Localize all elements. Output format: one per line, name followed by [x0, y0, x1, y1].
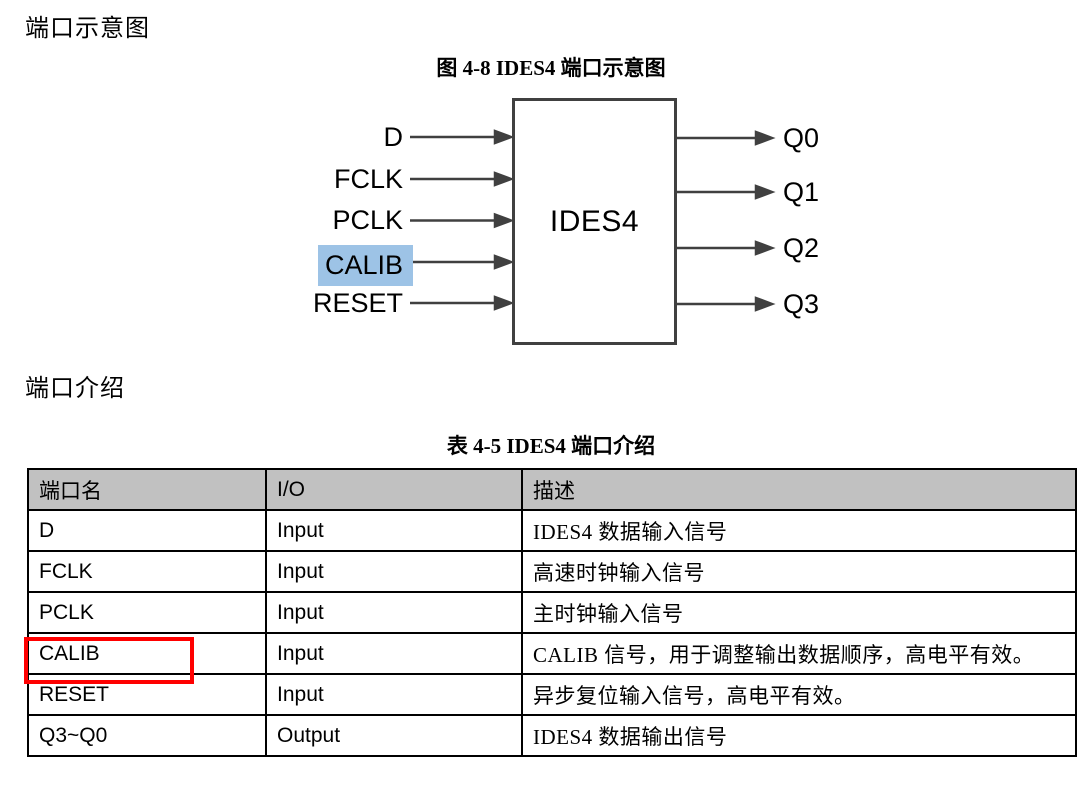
- table-row: RESET Input 异步复位输入信号，高电平有效。: [27, 673, 1077, 716]
- cell-desc: IDES4 数据输入信号: [521, 509, 1077, 552]
- input-label-calib-highlighted: CALIB: [255, 245, 413, 286]
- cell-port: PCLK: [27, 591, 267, 634]
- input-label-d: D: [383, 122, 404, 152]
- cell-desc: 高速时钟输入信号: [521, 550, 1077, 593]
- cell-port: RESET: [27, 673, 267, 716]
- cell-io: Input: [265, 673, 523, 716]
- cell-port: FCLK: [27, 550, 267, 593]
- input-label-pclk: PCLK: [332, 205, 403, 235]
- output-label-q3: Q3: [783, 289, 820, 319]
- header-port-name: 端口名: [27, 468, 267, 511]
- port-diagram-wires: [410, 129, 776, 312]
- cell-port: Q3~Q0: [27, 714, 267, 757]
- cell-port: D: [27, 509, 267, 552]
- cell-desc: 主时钟输入信号: [521, 591, 1077, 634]
- output-label-q0: Q0: [783, 123, 820, 153]
- output-label-q1: Q1: [783, 177, 820, 207]
- cell-io: Input: [265, 509, 523, 552]
- cell-desc: CALIB 信号，用于调整输出数据顺序，高电平有效。: [521, 632, 1077, 675]
- table-row: FCLK Input 高速时钟输入信号: [27, 550, 1077, 593]
- ports-table: 端口名 I/O 描述 D Input IDES4 数据输入信号 FCLK Inp…: [27, 468, 1077, 757]
- cell-io: Input: [265, 591, 523, 634]
- cell-io: Output: [265, 714, 523, 757]
- input-label-reset: RESET: [312, 288, 403, 318]
- table-row-calib-highlighted: CALIB Input CALIB 信号，用于调整输出数据顺序，高电平有效。: [27, 632, 1077, 675]
- cell-desc: 异步复位输入信号，高电平有效。: [521, 673, 1077, 716]
- table-row: Q3~Q0 Output IDES4 数据输出信号: [27, 714, 1077, 757]
- output-label-q2: Q2: [783, 233, 820, 263]
- section-heading-port-intro: 端口介绍: [25, 375, 125, 402]
- table-row: D Input IDES4 数据输入信号: [27, 509, 1077, 552]
- table-caption: 表 4-5 IDES4 端口介绍: [446, 434, 656, 458]
- cell-desc: IDES4 数据输出信号: [521, 714, 1077, 757]
- section-heading-port-diagram: 端口示意图: [25, 15, 150, 42]
- header-io: I/O: [265, 468, 523, 511]
- header-desc: 描述: [521, 468, 1077, 511]
- cell-io: Input: [265, 550, 523, 593]
- cell-port: CALIB: [27, 632, 267, 675]
- table-row: PCLK Input 主时钟输入信号: [27, 591, 1077, 634]
- cell-io: Input: [265, 632, 523, 675]
- block-label: IDES4: [549, 204, 640, 238]
- figure-caption: 图 4-8 IDES4 端口示意图: [436, 56, 666, 80]
- input-label-fclk: FCLK: [333, 164, 403, 194]
- ides4-block: IDES4: [512, 98, 677, 345]
- table-header-row: 端口名 I/O 描述: [27, 468, 1077, 511]
